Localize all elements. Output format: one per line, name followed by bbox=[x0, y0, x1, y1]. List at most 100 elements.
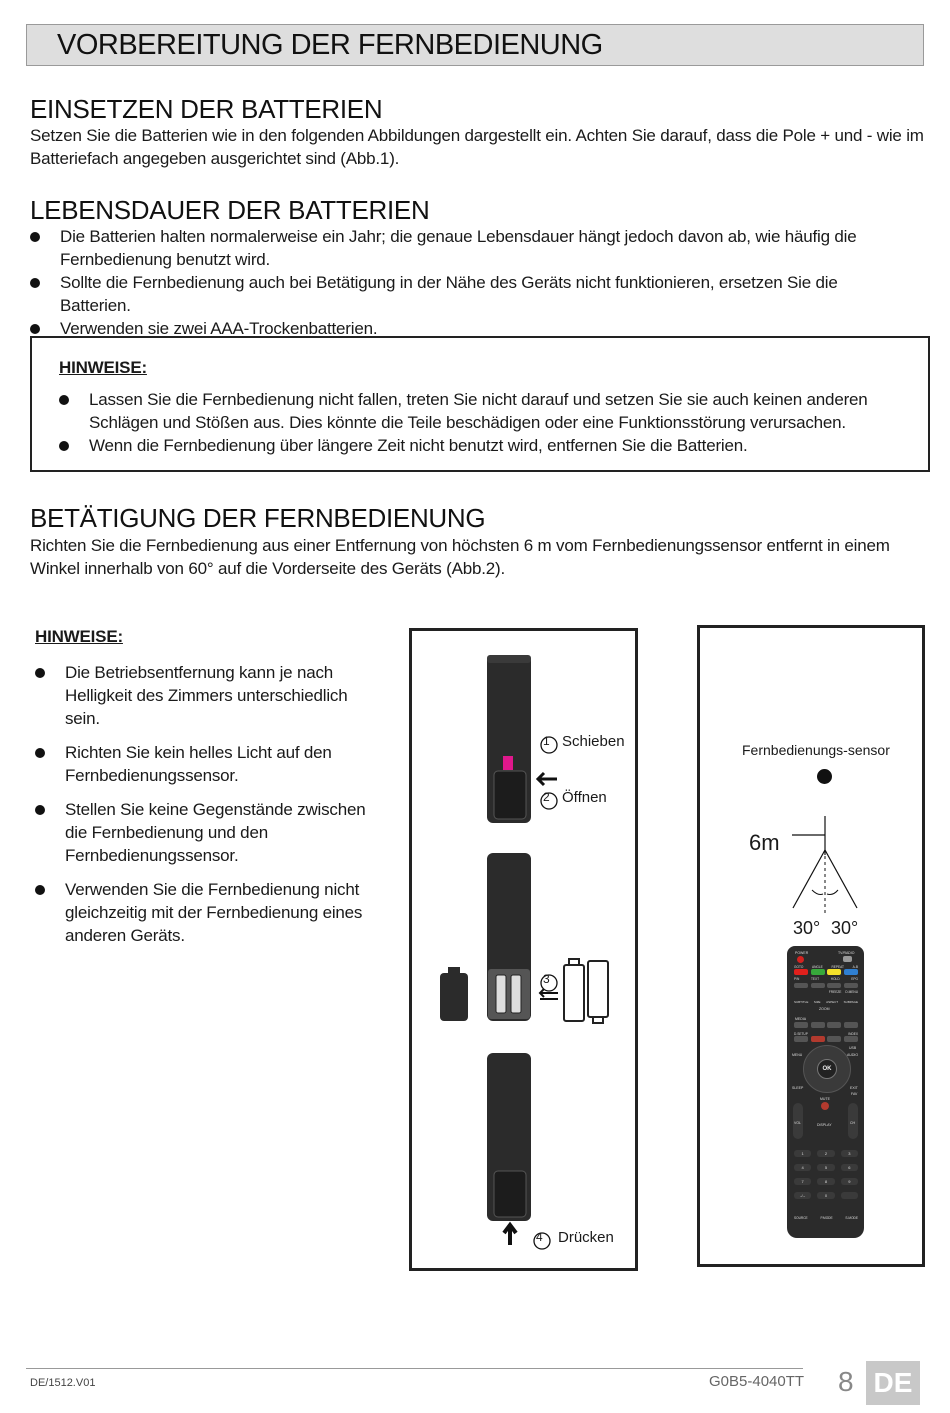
list-item: Stellen Sie keine Gegenstände zwischen d… bbox=[35, 798, 370, 867]
power-label: POWER bbox=[795, 951, 809, 955]
digit-button: 3 bbox=[840, 1150, 858, 1157]
heading-insert-batteries: EINSETZEN DER BATTERIEN bbox=[30, 94, 383, 124]
list-item: Wenn die Fernbedienung über längere Zeit… bbox=[59, 434, 909, 457]
digit-button: -/-- bbox=[794, 1192, 812, 1199]
footer-model: G0B5-4040TT bbox=[709, 1373, 805, 1390]
notes-heading: HINWEISE: bbox=[59, 358, 147, 377]
digit-button: 8 bbox=[817, 1178, 835, 1185]
remote-label: D.MENU bbox=[845, 990, 858, 994]
digit-button: 2 bbox=[817, 1150, 835, 1157]
digit-button: 9 bbox=[840, 1178, 858, 1185]
power-icon bbox=[797, 956, 804, 963]
mute-label: MUTE bbox=[820, 1097, 830, 1101]
digit-button: 1 bbox=[794, 1150, 812, 1157]
menu-label: MENU bbox=[792, 1053, 803, 1057]
list-item: Richten Sie kein helles Licht auf den Fe… bbox=[35, 741, 370, 787]
sleep-label: SLEEP bbox=[792, 1086, 804, 1090]
step-1-label: Schieben bbox=[562, 733, 625, 750]
page-title: VORBEREITUNG DER FERNBEDIENUNG bbox=[57, 29, 603, 61]
remote-label: ANGLE bbox=[812, 965, 823, 969]
green-button bbox=[810, 969, 825, 975]
ch-label: CH bbox=[850, 1121, 856, 1125]
zoom-label: ZOOM bbox=[819, 1007, 830, 1011]
remote-label: INDEX bbox=[848, 1032, 858, 1036]
remote-label: REPEAT bbox=[831, 965, 844, 969]
sensor-dot-icon bbox=[817, 769, 832, 784]
heading-operation: BETÄTIGUNG DER FERNBEDIENUNG bbox=[30, 503, 486, 533]
digit-button: 6 bbox=[840, 1164, 858, 1171]
display-label: DISPLAY bbox=[817, 1123, 832, 1127]
distance-label: 6m bbox=[749, 830, 780, 855]
volume-rocker bbox=[793, 1103, 803, 1139]
notes-heading-2: HINWEISE: bbox=[35, 627, 123, 646]
audio-label: AUDIO bbox=[847, 1053, 859, 1057]
remote-front: POWER TV/RADIO GOTO ANGLE REPEAT A-B P/N… bbox=[787, 946, 864, 1238]
channel-rocker bbox=[848, 1103, 858, 1139]
digit-button: 5 bbox=[817, 1164, 835, 1171]
insert-batteries-text-2: Batteriefach angegeben ausgerichtet sind… bbox=[30, 149, 400, 168]
remote-label: SUBPAGE bbox=[843, 1000, 858, 1004]
step-4-number: 4 bbox=[536, 1230, 543, 1244]
remote-back-step4 bbox=[487, 1053, 531, 1245]
remote-back-step1 bbox=[487, 655, 531, 823]
language-badge: DE bbox=[866, 1361, 920, 1405]
remote-label: SOURCE bbox=[794, 1216, 808, 1220]
digit-button: 0 bbox=[817, 1192, 835, 1199]
usb-label: USB bbox=[849, 1046, 857, 1050]
remote-label: S.MODE bbox=[845, 1216, 858, 1220]
remote-label: A-B bbox=[852, 965, 858, 969]
battery-insertion-illustration bbox=[440, 655, 609, 1250]
remote-label: EPG bbox=[851, 977, 858, 981]
page-number: 8 bbox=[838, 1366, 854, 1397]
remote-label: SIZE bbox=[813, 1000, 821, 1004]
step-3-number: 3 bbox=[543, 972, 550, 986]
operation-text-1: Richten Sie die Fernbedienung aus einer … bbox=[30, 536, 890, 555]
battery-pair-icon bbox=[538, 958, 609, 1024]
page-title-bar: VORBEREITUNG DER FERNBEDIENUNG bbox=[26, 24, 924, 66]
tvradio-label: TV/RADIO bbox=[838, 951, 855, 955]
red-button bbox=[794, 969, 808, 975]
list-item: Die Batterien halten normalerweise ein J… bbox=[30, 225, 910, 271]
footer-divider bbox=[26, 1368, 803, 1369]
remote-label: HOLD bbox=[830, 977, 840, 981]
remote-back-step3 bbox=[440, 853, 531, 1021]
digit-button: 7 bbox=[794, 1178, 812, 1185]
mute-icon bbox=[821, 1102, 829, 1110]
remote-label: ASPECT bbox=[826, 1000, 839, 1004]
remote-label: FREEZE bbox=[828, 990, 842, 994]
list-item: Lassen Sie die Fernbedienung nicht falle… bbox=[59, 388, 909, 434]
insert-batteries-text-1: Setzen Sie die Batterien wie in den folg… bbox=[30, 126, 924, 145]
blue-button bbox=[843, 969, 858, 975]
swap-button bbox=[840, 1192, 858, 1199]
media-label: MEDIA bbox=[795, 1017, 807, 1021]
remote-label: TEXT bbox=[810, 977, 820, 981]
vol-label: VOL bbox=[794, 1121, 802, 1125]
step-2-number: 2 bbox=[543, 790, 550, 804]
exit-label: EXIT bbox=[850, 1086, 858, 1090]
angle-right-label: 30° bbox=[831, 918, 859, 938]
step-1-number: 1 bbox=[543, 734, 550, 748]
list-item: Die Betriebsentfernung kann je nach Hell… bbox=[35, 661, 370, 730]
digit-button: 4 bbox=[794, 1164, 812, 1171]
list-item: Sollte die Fernbedienung auch bei Betäti… bbox=[30, 271, 910, 317]
heading-battery-life: LEBENSDAUER DER BATTERIEN bbox=[30, 195, 430, 225]
notes-box: HINWEISE: Lassen Sie die Fernbedienung n… bbox=[30, 336, 930, 472]
operation-text-2: Winkel innerhalb von 60° auf die Vorders… bbox=[30, 559, 505, 578]
fav-label: FAV bbox=[851, 1092, 858, 1096]
remote-label: SUBTITLE bbox=[794, 1000, 809, 1004]
list-item: Verwenden sie zwei AAA-Trockenbatterien. bbox=[30, 317, 910, 340]
remote-label: D.SETUP bbox=[794, 1032, 808, 1036]
remote-label: P.MODE bbox=[820, 1216, 833, 1220]
angle-diagram bbox=[792, 816, 858, 913]
step-4-label: Drücken bbox=[558, 1229, 614, 1246]
figure-sensor-angle: Fernbedienungs-sensor 6m 30° 30° POWER T… bbox=[697, 625, 925, 1267]
remote-label: P/N bbox=[794, 977, 800, 981]
ok-button: OK bbox=[817, 1059, 837, 1079]
battery-life-list: Die Batterien halten normalerweise ein J… bbox=[30, 225, 910, 340]
remote-label: GOTO bbox=[794, 965, 804, 969]
notes-list: Lassen Sie die Fernbedienung nicht falle… bbox=[59, 388, 909, 457]
number-pad: 1 2 3 4 5 6 7 8 9 -/-- 0 bbox=[794, 1150, 858, 1199]
notes-list-2: Die Betriebsentfernung kann je nach Hell… bbox=[35, 661, 370, 958]
figure-battery-insertion: 1 Schieben 2 Öffnen 3 4 Drücken bbox=[409, 628, 638, 1271]
step-2-label: Öffnen bbox=[562, 789, 607, 806]
